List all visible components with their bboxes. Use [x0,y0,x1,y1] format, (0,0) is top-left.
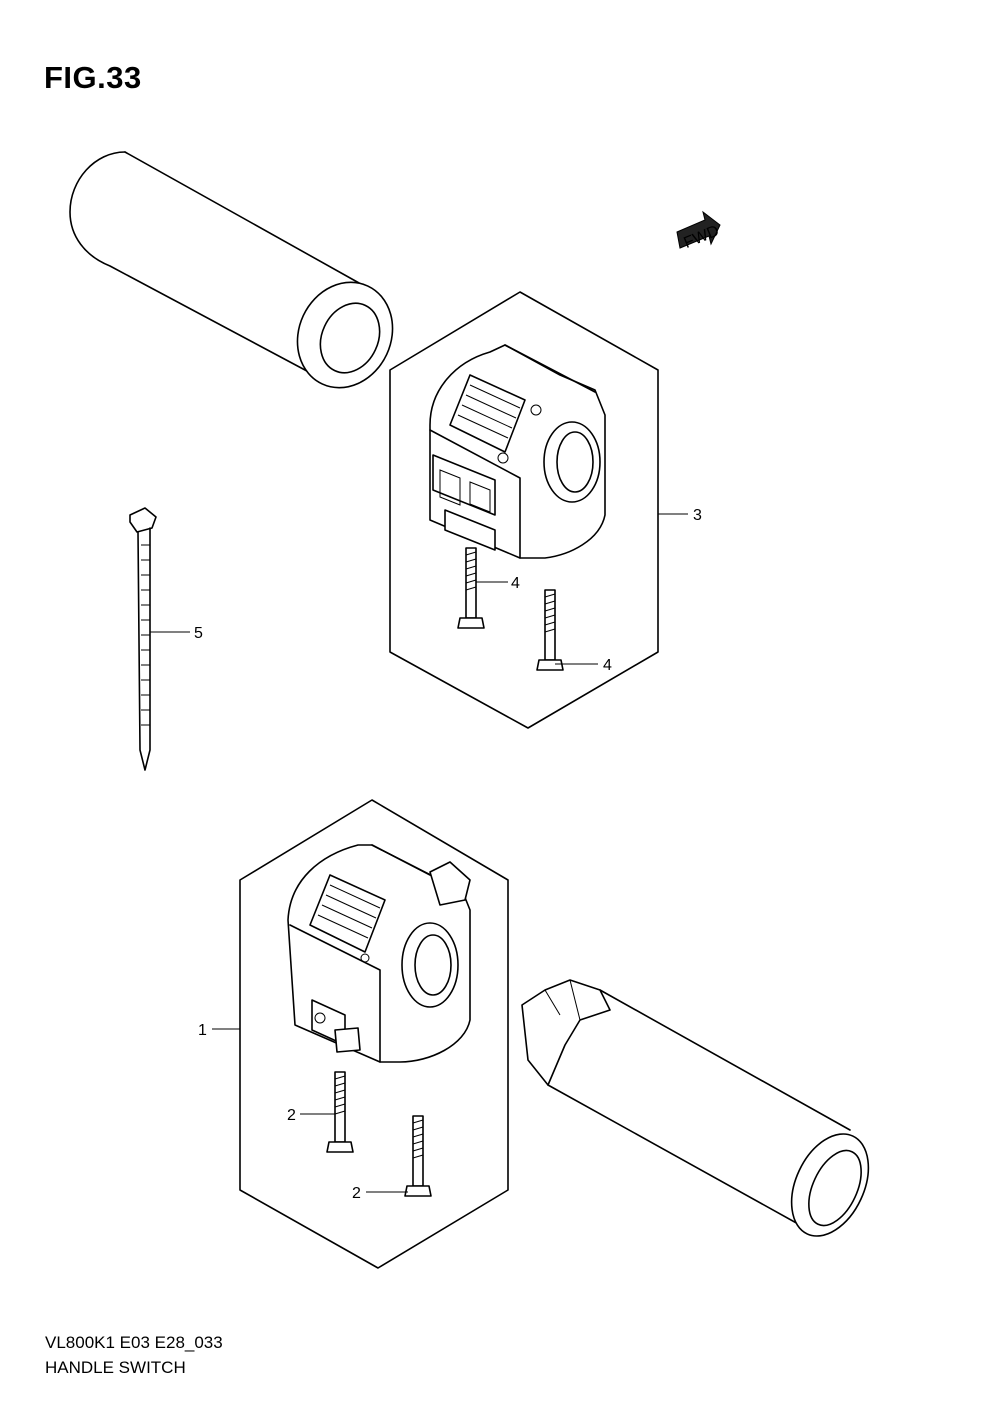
leader-lines [150,513,688,1193]
callout-2b: 2 [352,1185,361,1202]
callout-4b: 4 [603,657,612,674]
right-switch-group-outline [389,291,659,729]
figure-title: FIG.33 [44,60,142,95]
screw-4a [457,547,485,629]
left-grip [69,151,394,389]
diagram-caption: HANDLE SWITCH [45,1358,186,1377]
screw-2a [326,1071,354,1153]
throttle-grip [521,979,870,1237]
callout-5: 5 [194,625,203,642]
callout-2a: 2 [287,1107,296,1124]
right-handle-switch [429,344,606,559]
left-switch-group-outline [239,799,509,1269]
cable-tie [129,507,157,771]
callout-4a: 4 [511,575,520,592]
left-handle-switch [287,844,471,1063]
fwd-arrow-icon: FWD [676,210,722,252]
screw-4b [536,589,564,671]
model-code: VL800K1 E03 E28_033 [45,1333,223,1352]
screw-2b [404,1115,432,1197]
callout-1: 1 [198,1022,207,1039]
callout-3: 3 [693,507,702,524]
